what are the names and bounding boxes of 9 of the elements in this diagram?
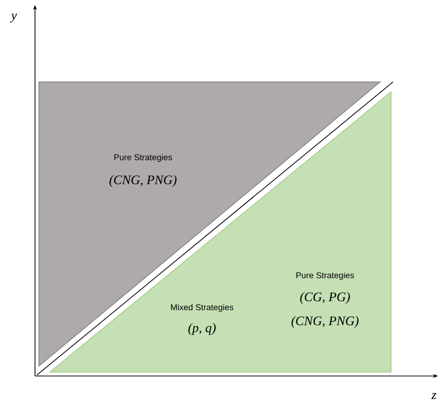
strategy-pair: (CG, PG) [300,292,350,304]
strategy-pair: (CNG, PNG) [292,316,359,328]
region-label: Pure Strategies [114,154,172,162]
region-label: Mixed Strategies [171,304,234,312]
axis-label: z [431,393,436,399]
strategy-pair: (p, q) [188,323,216,335]
region-label: Pure Strategies [296,272,354,280]
strategy-pair: (CNG, PNG) [110,175,177,187]
axis-label: y [10,14,17,22]
